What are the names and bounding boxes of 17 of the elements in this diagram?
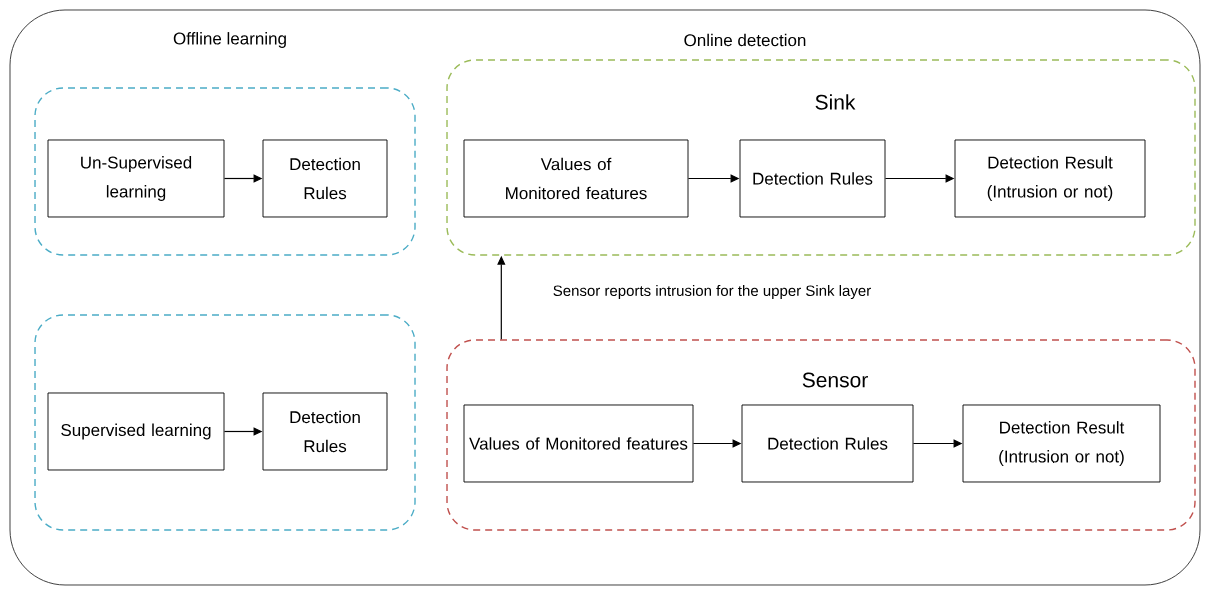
process-box: Supervised learning bbox=[47, 392, 225, 471]
process-box: Detection Rules bbox=[262, 392, 388, 471]
process-box: Values of Monitored features bbox=[463, 404, 694, 483]
process-box: Un-Supervised learning bbox=[47, 139, 225, 218]
process-box: Values of Monitored features bbox=[463, 139, 689, 218]
dashed-group-box bbox=[34, 314, 416, 531]
process-box: Detection Result (Intrusion or not) bbox=[954, 139, 1146, 218]
group-heading: Offline learning bbox=[173, 32, 286, 48]
group-heading: Sink bbox=[815, 94, 856, 110]
process-box: Detection Result (Intrusion or not) bbox=[962, 404, 1161, 483]
process-box: Detection Rules bbox=[739, 139, 886, 218]
process-box: Detection Rules bbox=[262, 139, 388, 218]
group-heading: Sensor bbox=[802, 372, 868, 388]
process-box: Detection Rules bbox=[741, 404, 914, 483]
edge-label: Sensor reports intrusion for the upper Sink layer bbox=[551, 284, 873, 300]
group-heading: Online detection bbox=[684, 33, 806, 47]
dashed-group-box bbox=[34, 87, 416, 256]
